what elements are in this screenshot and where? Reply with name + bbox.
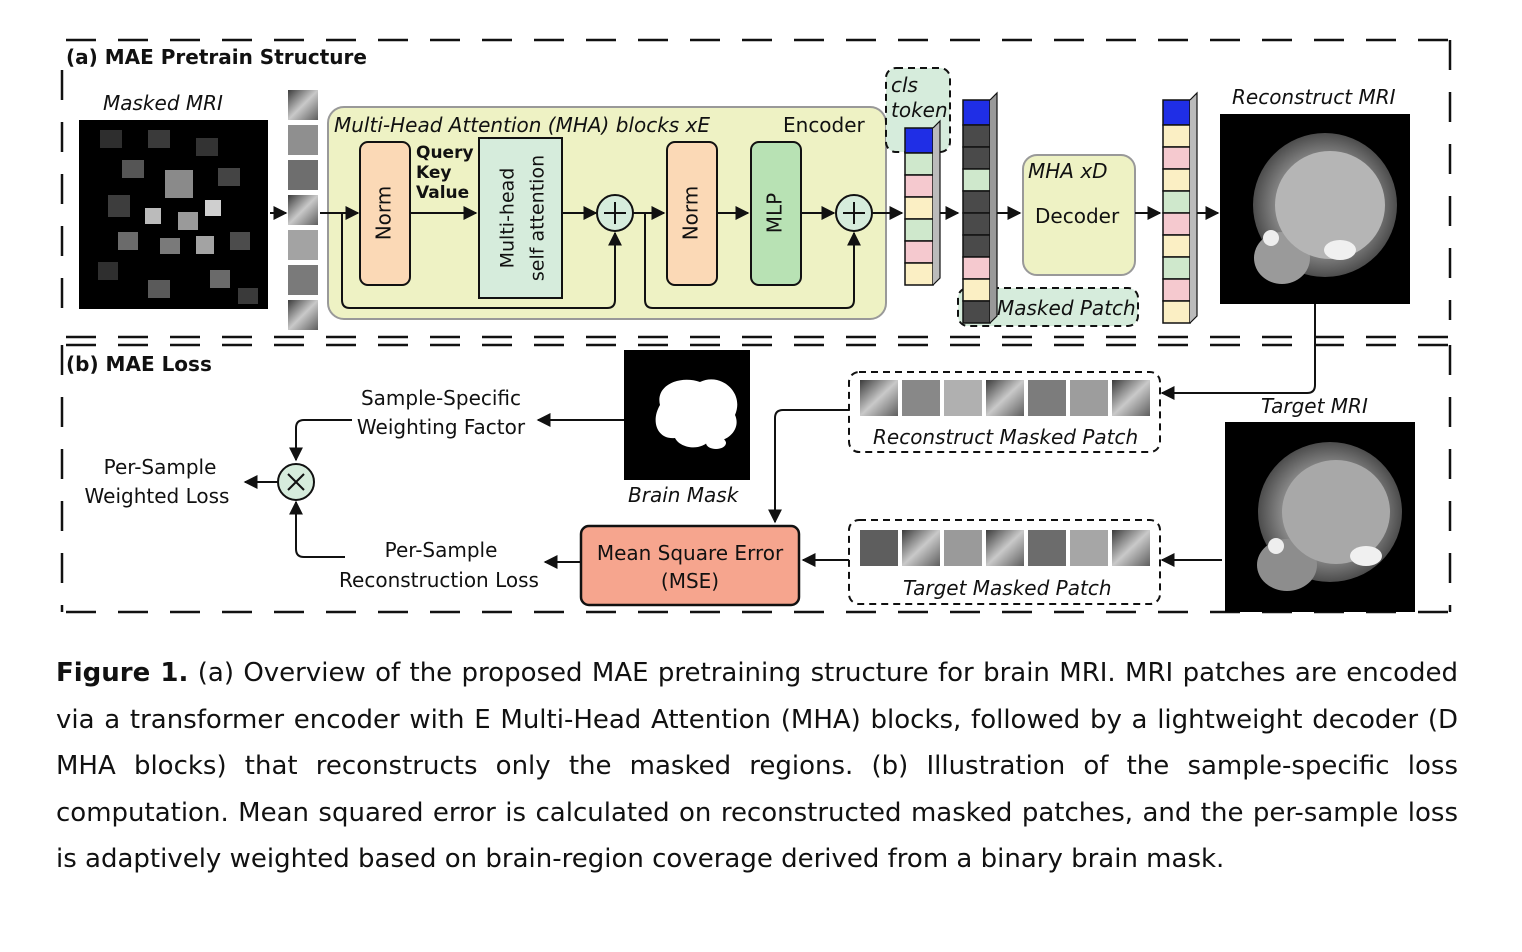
decoder-line-2: Decoder xyxy=(1035,204,1120,228)
reconstruct-mri-label: Reconstruct MRI xyxy=(1232,85,1396,109)
reconstruct-mri-image xyxy=(1220,114,1410,304)
caption-text: (a) Overview of the proposed MAE pretrai… xyxy=(56,658,1458,874)
brain-mask-label: Brain Mask xyxy=(628,483,740,507)
cls-token-line-2: token xyxy=(891,98,948,122)
add-node-1 xyxy=(596,194,634,232)
weighting-factor-line-2: Weighting Factor xyxy=(357,415,526,439)
mhsa-line-1: Multi-head xyxy=(497,168,519,269)
section-b-title: (b) MAE Loss xyxy=(66,352,212,376)
add-node-2 xyxy=(835,194,873,232)
target-masked-patch-label: Target Masked Patch xyxy=(903,576,1112,600)
target-patches xyxy=(860,530,1150,566)
weighted-loss-line-2: Weighted Loss xyxy=(85,484,230,508)
cls-token-line-1: cls xyxy=(891,73,918,97)
target-mri-label: Target MRI xyxy=(1261,394,1368,418)
target-mri-image xyxy=(1225,422,1415,612)
masked-mri-label: Masked MRI xyxy=(103,91,223,115)
qkv-value: Value xyxy=(416,183,469,203)
reconstruct-masked-patch-label: Reconstruct Masked Patch xyxy=(873,425,1138,449)
section-b-frame xyxy=(60,343,1452,614)
reconstruction-loss-line-1: Per-Sample xyxy=(385,538,498,562)
token-column-encoder-output xyxy=(904,119,941,286)
brain-mask-image xyxy=(624,350,750,480)
mhsa-line-2: self attention xyxy=(527,155,549,281)
reconstruct-masked-patch-box xyxy=(848,371,1161,453)
section-a-frame xyxy=(60,38,1452,339)
norm-label-1: Norm xyxy=(372,186,396,241)
patch-strip xyxy=(288,90,318,330)
reconstruct-patches xyxy=(860,380,1150,416)
decoder-box xyxy=(1022,154,1136,276)
mae-diagram: (a) MAE Pretrain Structure Masked MRI xyxy=(60,38,1452,614)
caption-label: Figure 1. xyxy=(56,658,189,688)
section-a-title: (a) MAE Pretrain Structure xyxy=(66,45,367,69)
masked-mri-image xyxy=(79,120,268,309)
encoder-label: Encoder xyxy=(783,113,866,137)
mhsa-box xyxy=(478,137,563,299)
norm-label-2: Norm xyxy=(679,186,703,241)
token-column-with-masked xyxy=(962,91,998,324)
token-column-reconstructed xyxy=(1162,91,1198,324)
multiply-node xyxy=(277,463,315,501)
weighted-loss-line-1: Per-Sample xyxy=(104,455,217,479)
reconstruction-loss-line-2: Reconstruction Loss xyxy=(339,568,539,592)
figure-caption: Figure 1. (a) Overview of the proposed M… xyxy=(56,650,1458,883)
mse-box xyxy=(579,524,801,607)
qkv-key: Key xyxy=(416,163,452,183)
masked-patch-box xyxy=(957,287,1139,327)
mlp-label: MLP xyxy=(763,193,787,233)
weighting-factor-line-1: Sample-Specific xyxy=(361,386,521,410)
qkv-query: Query xyxy=(416,143,474,163)
target-masked-patch-box xyxy=(848,519,1161,605)
mse-line-1: Mean Square Error xyxy=(597,541,784,565)
masked-patch-label: Masked Patch xyxy=(997,296,1136,320)
mse-line-2: (MSE) xyxy=(661,569,719,593)
encoder-block-title: Multi-Head Attention (MHA) blocks xE xyxy=(334,113,710,137)
decoder-line-1: MHA xD xyxy=(1028,159,1108,183)
